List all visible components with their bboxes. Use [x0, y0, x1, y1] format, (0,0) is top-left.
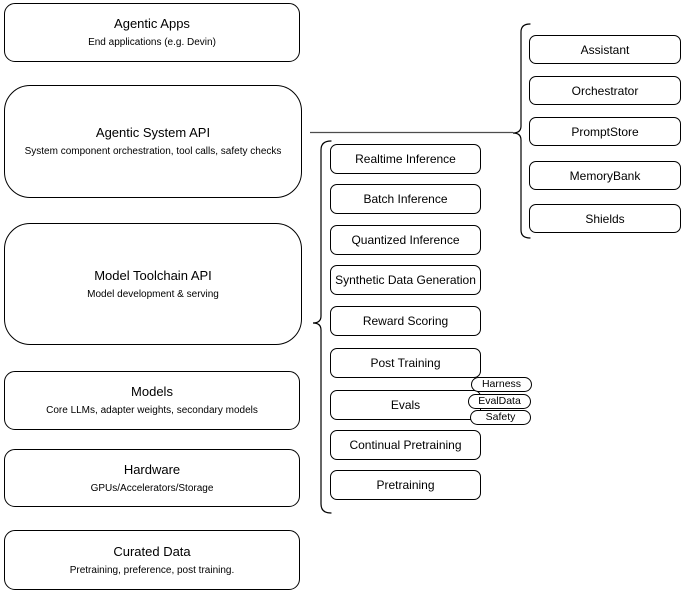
node-label: Orchestrator — [571, 83, 639, 98]
toolchain-bracket — [312, 140, 332, 514]
node-continual-pretraining: Continual Pretraining — [330, 430, 481, 460]
node-subtitle: System component orchestration, tool cal… — [24, 146, 282, 157]
node-reward-scoring: Reward Scoring — [330, 306, 481, 336]
node-quantized-inference: Quantized Inference — [330, 225, 481, 255]
node-title: Hardware — [123, 461, 181, 477]
node-title: Curated Data — [113, 543, 191, 559]
node-label: PromptStore — [571, 124, 639, 139]
node-label: MemoryBank — [569, 168, 641, 183]
tag-label: Safety — [485, 411, 516, 423]
node-title: Agentic Apps — [114, 16, 190, 31]
node-label: Assistant — [580, 42, 630, 57]
node-model-toolchain-api: Model Toolchain API Model development & … — [4, 223, 302, 345]
node-label: Realtime Inference — [355, 152, 456, 166]
tag-harness: Harness — [471, 377, 532, 392]
node-label: Shields — [585, 211, 625, 226]
node-orchestrator: Orchestrator — [529, 76, 681, 105]
node-label: Reward Scoring — [362, 314, 449, 328]
node-pretraining: Pretraining — [330, 470, 481, 500]
node-agentic-apps: Agentic Apps End applications (e.g. Devi… — [4, 3, 300, 62]
node-subtitle: Pretraining, preference, post training. — [69, 564, 235, 576]
node-batch-inference: Batch Inference — [330, 184, 481, 214]
system-components-brace — [512, 23, 531, 239]
node-title: Models — [131, 384, 173, 399]
node-shields: Shields — [529, 204, 681, 233]
node-subtitle: Model development & serving — [87, 288, 219, 300]
tag-label: EvalData — [478, 395, 521, 407]
node-curated-data: Curated Data Pretraining, preference, po… — [4, 530, 300, 590]
node-label: Pretraining — [376, 478, 435, 492]
node-memorybank: MemoryBank — [529, 161, 681, 190]
node-evals: Evals — [330, 390, 481, 420]
node-assistant: Assistant — [529, 35, 681, 64]
node-promptstore: PromptStore — [529, 117, 681, 146]
node-subtitle: End applications (e.g. Devin) — [88, 37, 216, 48]
node-title: Agentic System API — [95, 125, 211, 140]
node-label: Synthetic Data Generation — [335, 273, 476, 287]
node-agentic-system-api: Agentic System API System component orch… — [4, 85, 302, 198]
node-hardware: Hardware GPUs/Accelerators/Storage — [4, 449, 300, 507]
node-label: Post Training — [370, 356, 441, 370]
tag-evaldata: EvalData — [468, 394, 531, 409]
node-post-training: Post Training — [330, 348, 481, 378]
node-subtitle: GPUs/Accelerators/Storage — [90, 482, 214, 494]
node-label: Batch Inference — [363, 192, 448, 206]
node-synthetic-data-generation: Synthetic Data Generation — [330, 265, 481, 295]
node-subtitle: Core LLMs, adapter weights, secondary mo… — [46, 405, 258, 416]
node-label: Quantized Inference — [351, 233, 460, 247]
node-label: Continual Pretraining — [349, 438, 462, 452]
tag-safety: Safety — [470, 410, 531, 425]
node-models: Models Core LLMs, adapter weights, secon… — [4, 371, 300, 430]
tag-label: Harness — [481, 378, 522, 390]
node-realtime-inference: Realtime Inference — [330, 144, 481, 174]
node-label: Evals — [390, 398, 421, 412]
node-title: Model Toolchain API — [94, 267, 212, 283]
